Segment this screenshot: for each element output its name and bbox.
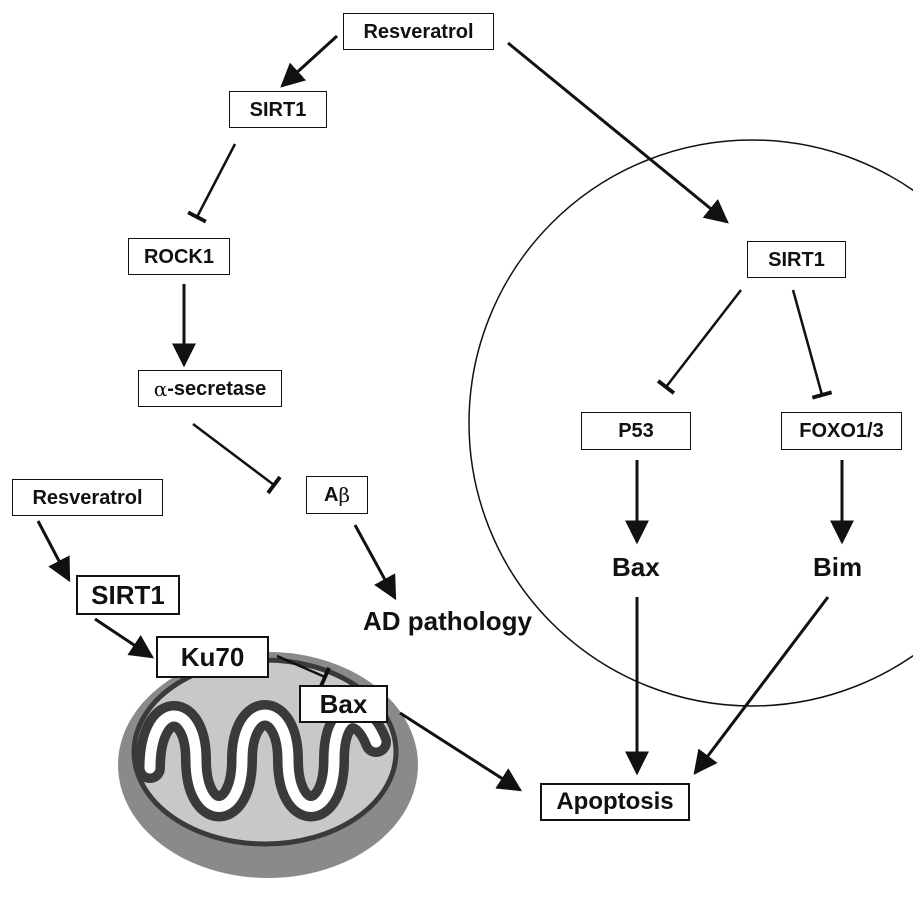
bax-mito-box: Bax <box>299 685 388 723</box>
rock1-box: ROCK1 <box>128 238 230 275</box>
resveratrol-bottom-box: Resveratrol <box>12 479 163 516</box>
edge-resveratrol-to-sirt1-bottom <box>36 520 71 583</box>
edge-resveratrol-to-nuclear-sirt1 <box>507 41 729 224</box>
edge-abeta-to-ad-pathology <box>353 524 397 601</box>
edge-bim-to-apoptosis <box>693 596 830 775</box>
alpha-secretase-label: -secretase <box>167 377 267 400</box>
edge-ku70-inhibits-bax <box>276 654 331 687</box>
ku70-box: Ku70 <box>156 636 269 678</box>
sirt1-left-box: SIRT1 <box>229 91 327 128</box>
resveratrol-top-box: Resveratrol <box>343 13 494 50</box>
abeta-a-label: A <box>323 484 339 506</box>
sirt1-bottom-box: SIRT1 <box>76 575 180 615</box>
edge-sirt1-inhibits-rock1 <box>187 143 237 224</box>
nucleus-circle <box>468 139 913 707</box>
edge-sirt1-inhibits-foxo <box>791 289 833 400</box>
p53-box: P53 <box>581 412 691 450</box>
edge-bax-to-apoptosis-mito <box>399 711 523 792</box>
bim-label: Bim <box>813 552 863 582</box>
edge-sirt1-inhibits-p53 <box>656 289 742 395</box>
beta-symbol: β <box>338 483 350 507</box>
foxo-box: FOXO1/3 <box>781 412 902 450</box>
edge-alpha-secretase-inhibits-abeta <box>192 423 282 495</box>
sirt1-nucleus-box: SIRT1 <box>747 241 846 278</box>
alpha-symbol: α <box>153 376 168 401</box>
edge-sirt1-to-ku70 <box>94 617 154 659</box>
ad-pathology-label: AD pathology <box>363 606 532 636</box>
edge-resveratrol-to-sirt1 <box>280 34 339 88</box>
bax-nucleus-label: Bax <box>612 552 660 582</box>
apoptosis-box: Apoptosis <box>540 783 690 821</box>
alpha-secretase-box: α-secretase <box>138 370 282 407</box>
